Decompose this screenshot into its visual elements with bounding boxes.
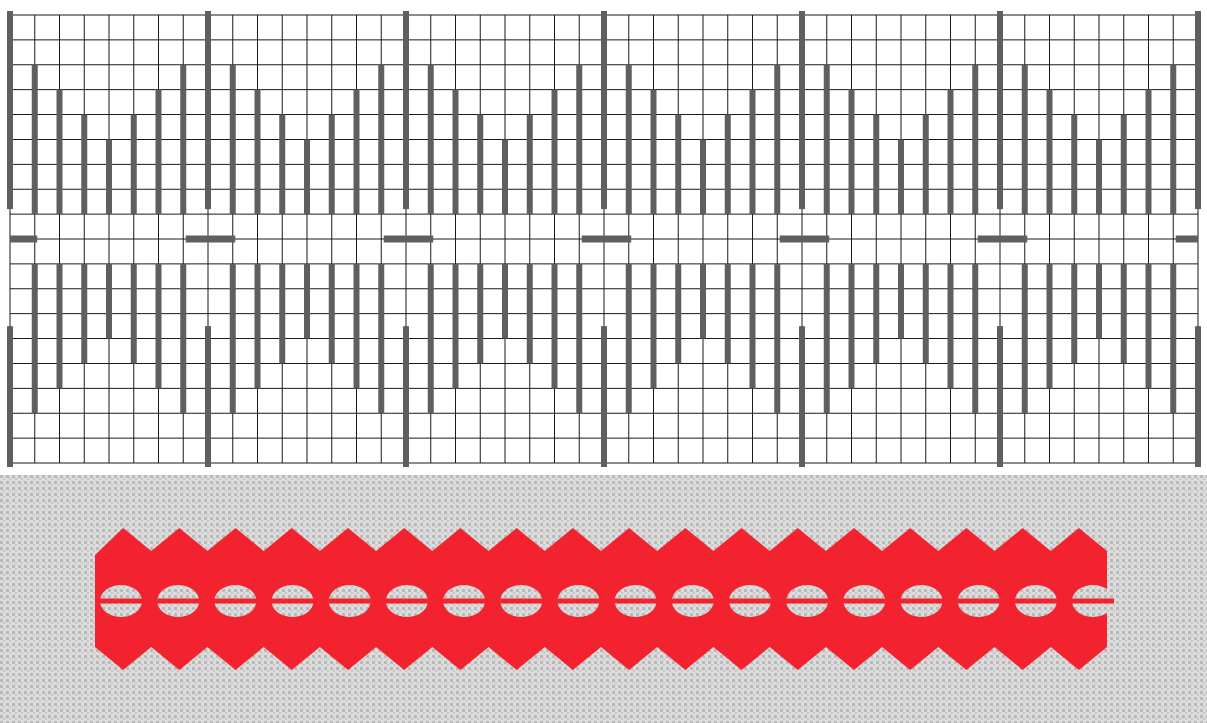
eyelet-bar	[271, 598, 314, 604]
eyelet-bar	[728, 598, 771, 604]
eyelet-bar	[957, 598, 1000, 604]
eyelet-bar	[157, 598, 200, 604]
chart-stitches	[7, 11, 1201, 467]
eyelet-bar	[214, 598, 257, 604]
eyelet-bar	[500, 598, 543, 604]
eyelet-bar	[614, 598, 657, 604]
eyelet-bar	[671, 598, 714, 604]
embroidery-sample-svg	[0, 475, 1207, 723]
eyelet-bar	[328, 598, 371, 604]
embroidery-sample-photo	[0, 475, 1207, 723]
eyelet-bar	[786, 598, 829, 604]
eyelet-row	[100, 585, 1114, 617]
eyelet-bar	[843, 598, 886, 604]
eyelet-bar	[100, 598, 142, 604]
eyelet-bar	[385, 598, 428, 604]
stitch-chart	[7, 11, 1201, 467]
eyelet-bar	[900, 598, 943, 604]
eyelet-bar	[1072, 598, 1114, 604]
stitch-chart-svg	[7, 11, 1201, 467]
eyelet-bar	[1014, 598, 1057, 604]
eyelet-bar	[557, 598, 600, 604]
eyelet-bar	[443, 598, 486, 604]
red-zigzag-band	[95, 528, 1107, 670]
